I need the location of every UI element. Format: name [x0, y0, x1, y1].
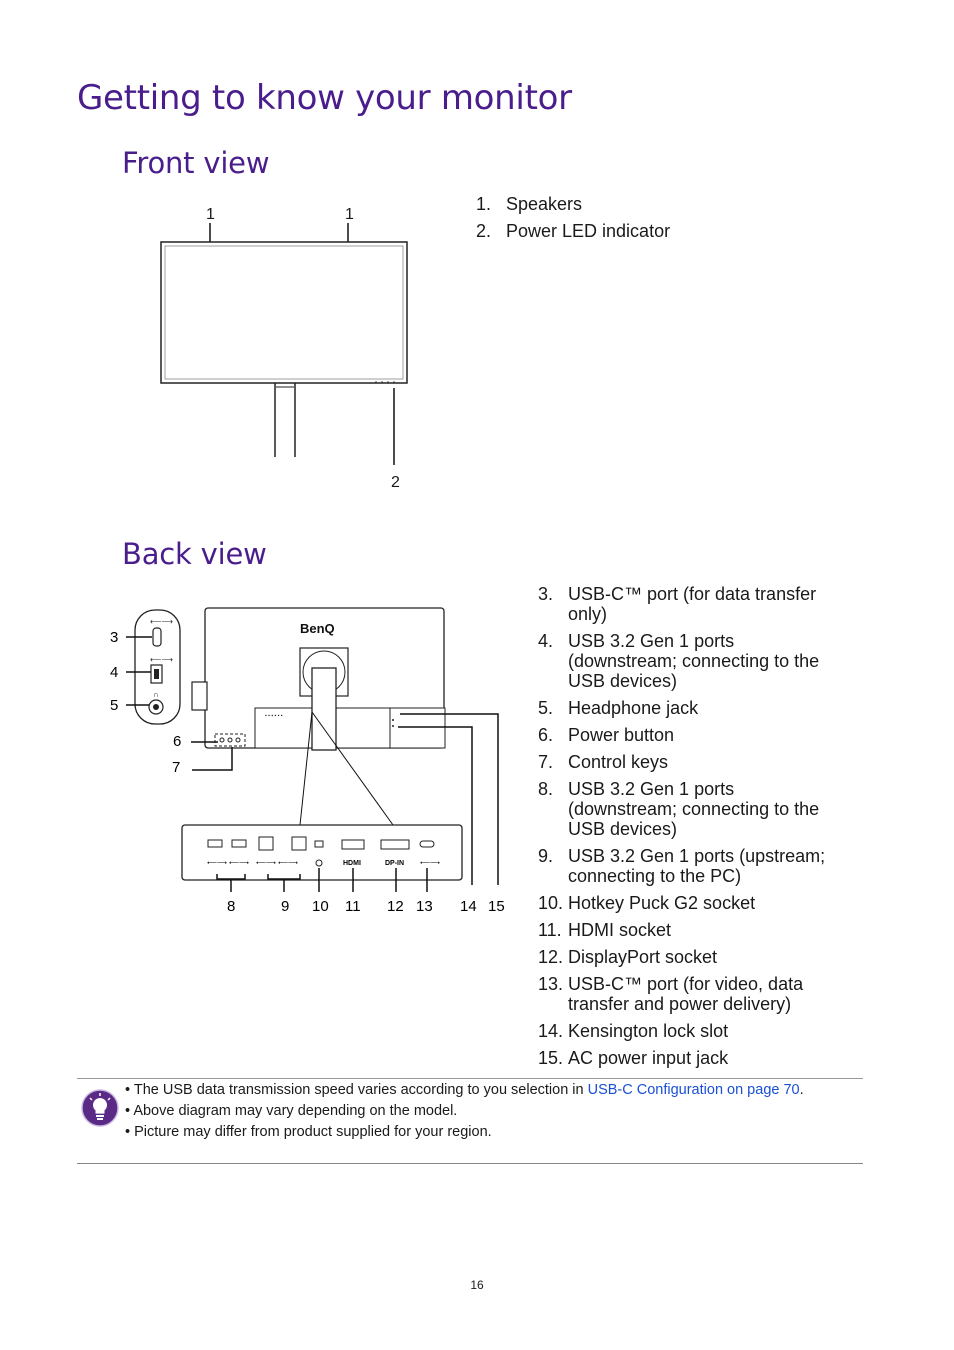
note-item: • Picture may differ from product suppli…	[125, 1124, 492, 1140]
front-view-heading: Front view	[122, 146, 270, 180]
list-item: 6.Power button	[538, 725, 675, 745]
list-item: 7.Control keys	[538, 752, 669, 772]
svg-text:⟵⟶: ⟵⟶	[150, 617, 173, 626]
note-item: • Above diagram may vary depending on th…	[125, 1103, 458, 1119]
callout-speaker-left: 1	[206, 206, 215, 223]
monitor-screen	[160, 241, 408, 384]
callout-12: 12	[387, 898, 404, 915]
usb-c-config-link[interactable]: USB-C Configuration on page 70	[587, 1082, 800, 1098]
callout-9: 9	[281, 898, 289, 915]
lightbulb-icon	[81, 1089, 119, 1127]
list-item: 12.DisplayPort socket	[538, 947, 718, 967]
svg-text:⟵⟶ ⟵⟶: ⟵⟶ ⟵⟶	[256, 860, 298, 867]
callout-15: 15	[488, 898, 505, 915]
list-item: 3.USB-C™ port (for data transfer only)	[538, 584, 817, 624]
list-item: 15.AC power input jack	[538, 1048, 729, 1068]
callout-10: 10	[312, 898, 329, 915]
callout-led: 2	[391, 474, 400, 491]
callout-14: 14	[460, 898, 477, 915]
back-view-list: 3.USB-C™ port (for data transfer only) 4…	[538, 584, 848, 1075]
back-view-heading: Back view	[122, 537, 267, 571]
svg-text:⟵⟶ ⟵⟶: ⟵⟶ ⟵⟶	[207, 860, 249, 867]
list-item: 14.Kensington lock slot	[538, 1021, 729, 1041]
note-item: • The USB data transmission speed varies…	[125, 1082, 804, 1098]
list-item: 13.USB-C™ port (for video, data transfer…	[538, 974, 804, 1014]
callout-speaker-right: 1	[345, 206, 354, 223]
callout-8: 8	[227, 898, 235, 915]
callout-6: 6	[173, 733, 181, 750]
note-box: • The USB data transmission speed varies…	[77, 1078, 863, 1164]
note-list: • The USB data transmission speed varies…	[125, 1082, 855, 1145]
back-view-diagram: ⟵⟶ ⟵⟶ ∩ 3 4 5 BenQ ▪ ▪ ▪ ▪ ▪ ▪ 6 7 ⟵⟶ ⟵⟶…	[110, 607, 505, 915]
led-dots	[375, 381, 395, 383]
svg-text:▪ ▪ ▪ ▪ ▪ ▪: ▪ ▪ ▪ ▪ ▪ ▪	[265, 713, 283, 719]
svg-text:⟵⟶: ⟵⟶	[150, 655, 173, 664]
list-item: 4.USB 3.2 Gen 1 ports (downstream; conne…	[538, 631, 820, 691]
list-item: 8.USB 3.2 Gen 1 ports (downstream; conne…	[538, 779, 820, 839]
page-number: 16	[470, 1278, 484, 1292]
svg-text:⟵⟶: ⟵⟶	[420, 860, 440, 867]
list-item: 11.HDMI socket	[538, 920, 672, 940]
dp-label: DP-IN	[385, 860, 404, 867]
list-item: 9.USB 3.2 Gen 1 ports (upstream; connect…	[538, 846, 826, 886]
list-item: 5.Headphone jack	[538, 698, 699, 718]
svg-text:∩: ∩	[153, 690, 159, 699]
callout-4: 4	[110, 664, 118, 681]
callout-11: 11	[345, 898, 361, 915]
callout-3: 3	[110, 629, 118, 646]
list-item: 2.Power LED indicator	[476, 221, 671, 241]
list-item: 1.Speakers	[476, 194, 583, 214]
callout-7: 7	[172, 759, 180, 776]
front-view-diagram: 1 1 2	[160, 206, 408, 491]
callout-5: 5	[110, 697, 118, 714]
brand-logo: BenQ	[300, 621, 335, 636]
page-title: Getting to know your monitor	[77, 78, 572, 118]
list-item: 10.Hotkey Puck G2 socket	[538, 893, 756, 913]
hdmi-label: HDMI	[343, 860, 361, 867]
callout-13: 13	[416, 898, 433, 915]
front-view-list: 1.Speakers 2.Power LED indicator	[476, 194, 876, 248]
